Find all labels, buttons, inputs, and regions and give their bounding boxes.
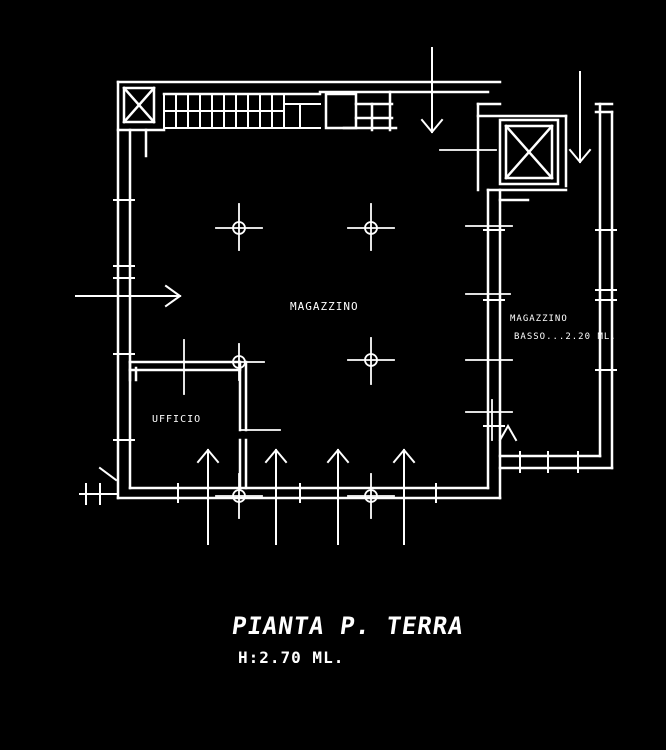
drawing-title: PIANTA P. TERRA [230, 612, 466, 640]
office-partition [128, 360, 248, 490]
side-annex-walls [498, 102, 614, 470]
lift-shaft [476, 102, 568, 202]
entry-step [79, 466, 118, 505]
window-marks [113, 199, 617, 503]
room-label-ufficio: UFFICIO [152, 414, 202, 425]
room-label-side-line1: MAGAZZINO [510, 314, 568, 324]
structural-columns [159, 149, 513, 519]
room-label-magazzino: MAGAZZINO [290, 300, 359, 313]
exterior-walls [116, 80, 502, 500]
corner-column [116, 86, 166, 158]
access-arrows [75, 47, 592, 545]
staircase [163, 93, 321, 129]
room-label-side-line2: BASSO...2.20 ML. [514, 332, 617, 342]
wc-room [324, 90, 398, 132]
height-note: H:2.70 ML. [238, 648, 345, 667]
